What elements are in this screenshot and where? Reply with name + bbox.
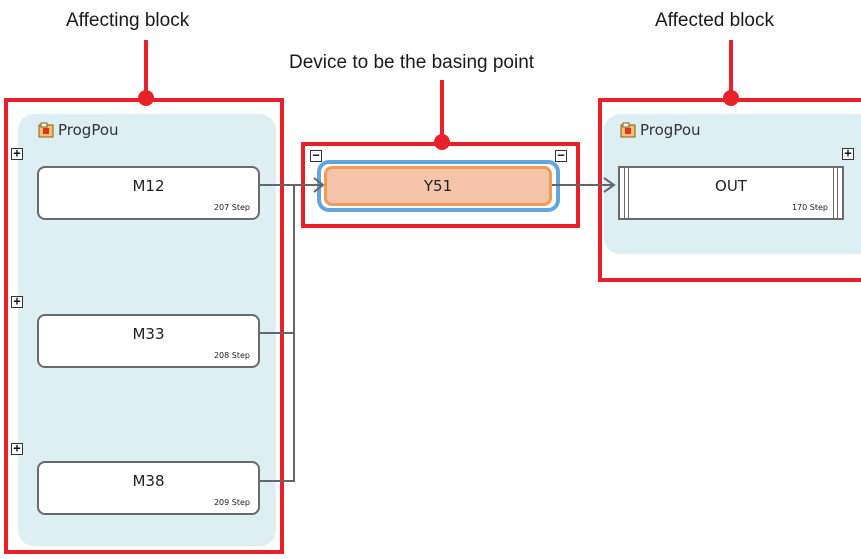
collapse-toggle-right[interactable]: − (555, 149, 567, 162)
arrowhead-into-out (603, 177, 616, 193)
step-number: 208 Step (213, 351, 250, 360)
step-number: 170 Step (791, 203, 828, 212)
wire-m33-join (260, 185, 295, 334)
device-node-out[interactable]: OUT 170 Step (618, 166, 844, 220)
collapse-toggle-left[interactable]: − (310, 149, 322, 162)
affected-block-callout: Affected block (655, 10, 775, 31)
wire-m38-join (260, 333, 295, 482)
program-pou-icon (620, 122, 636, 138)
program-pou-icon (38, 122, 54, 138)
basing-leader-line (440, 80, 444, 142)
device-node-y51[interactable]: Y51 (324, 166, 552, 206)
step-number: 209 Step (213, 498, 250, 507)
affected-block-highlight (598, 98, 861, 282)
device-label: OUT (715, 177, 747, 195)
affected-leader-line (729, 40, 733, 98)
expand-toggle-m12[interactable]: + (11, 147, 23, 160)
arrowhead-into-y51 (313, 177, 325, 193)
affecting-leader-line (144, 40, 148, 98)
device-node-m38[interactable]: M38 209 Step (37, 461, 260, 515)
affected-pou-title[interactable]: ProgPou (620, 121, 701, 139)
device-node-m12[interactable]: M12 207 Step (37, 166, 260, 220)
expand-toggle-m38[interactable]: + (11, 442, 23, 455)
affecting-block-callout: Affecting block (66, 10, 190, 31)
affecting-block-highlight (4, 98, 284, 554)
device-label: Y51 (423, 177, 453, 195)
expand-toggle-m33[interactable]: + (11, 295, 23, 308)
pou-title-label: ProgPou (640, 121, 701, 139)
device-label: M12 (132, 177, 165, 195)
basing-device-callout: Device to be the basing point (289, 52, 535, 73)
device-node-m33[interactable]: M33 208 Step (37, 314, 260, 368)
device-label: M38 (132, 472, 165, 490)
affecting-pou-title[interactable]: ProgPou (38, 121, 119, 139)
expand-toggle-out[interactable]: + (842, 147, 854, 160)
step-number: 207 Step (213, 203, 250, 212)
pou-title-label: ProgPou (58, 121, 119, 139)
device-label: M33 (132, 325, 165, 343)
